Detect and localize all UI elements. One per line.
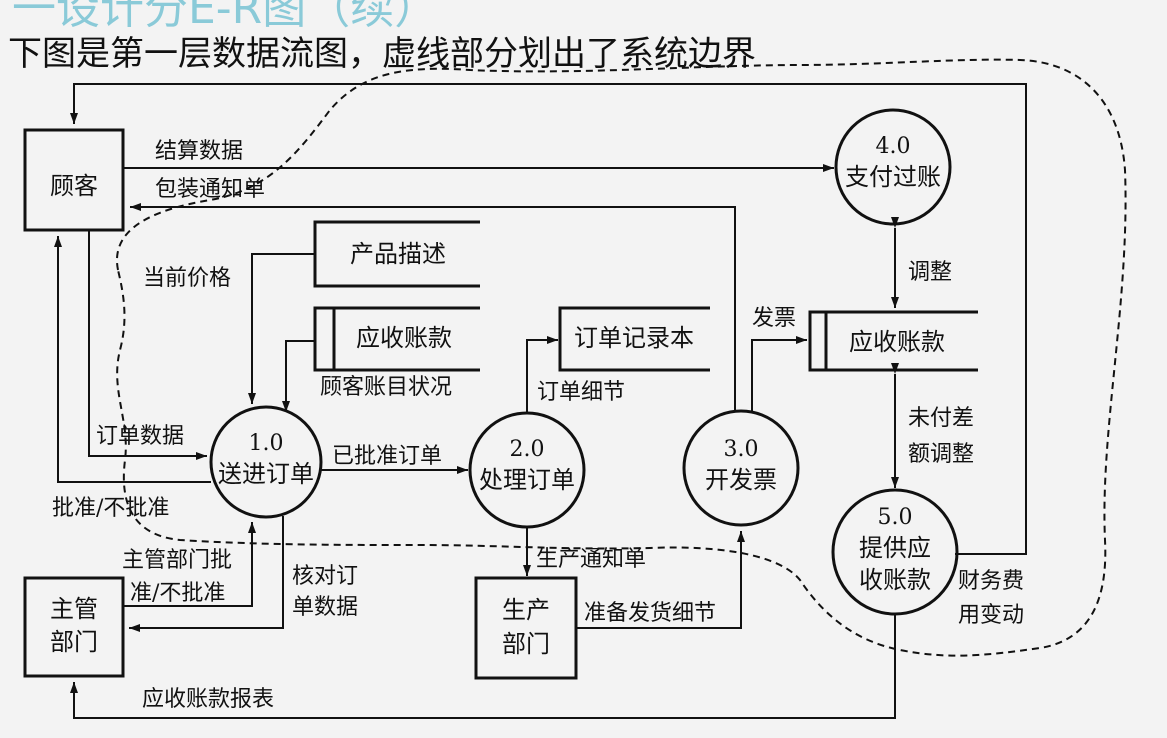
label-receivable-report: 应收账款报表 [142,687,274,712]
flow-receivable-report [70,614,896,719]
process-1-name: 送进订单 [218,460,314,488]
process-4-name: 支付过账 [845,163,941,191]
flow-order-detail [526,336,558,413]
store-receivables-2-label: 应收账款 [849,328,945,356]
label-settlement: 结算数据 [155,139,243,164]
process-5: 5.0 提供应 收账款 [831,488,959,616]
process-5-line-1: 提供应 [859,534,931,562]
label-current-price: 当前价格 [143,266,231,291]
entity-management: 主管 部门 [23,576,125,678]
store-receivables-1: 应收账款 [313,306,480,372]
label-finance-change-1: 财务费 [958,569,1024,594]
process-2-name: 处理订单 [479,466,575,494]
flow-lines [54,83,1027,719]
entity-production: 生产 部门 [474,576,578,680]
label-approve: 批准/不批准 [52,496,169,521]
entity-production-label-2: 部门 [502,630,550,658]
process-2-number: 2.0 [510,437,545,462]
label-invoice: 发票 [752,306,796,331]
entity-customer: 顾客 [23,128,125,232]
label-adjust: 调整 [908,260,952,285]
process-3-name: 开发票 [705,466,777,494]
label-verify-2: 单数据 [292,595,358,620]
flow-account-status [282,340,315,412]
flow-verify [129,516,284,632]
heading: 一设计分E-R图（续） [0,0,1167,48]
process-4: 4.0 支付过账 [834,108,952,226]
entity-management-label-2: 部门 [50,628,98,656]
flow-finance-to-customer [70,83,1027,555]
process-2: 2.0 处理订单 [468,411,586,529]
flow-packing [130,203,736,410]
slide-title: 一设计分E-R图（续） [12,0,439,34]
label-order-detail: 订单细节 [537,380,625,405]
flow-current-price [248,253,315,404]
store-order-log: 订单记录本 [558,306,710,372]
process-1: 1.0 送进订单 [209,405,323,519]
entity-customer-label: 顾客 [50,172,98,200]
label-approved-order: 已批准订单 [332,444,442,469]
process-3-number: 3.0 [724,437,759,462]
label-unpaid-adjust-2: 额调整 [908,442,974,467]
label-shipping-detail: 准备发货细节 [584,601,716,626]
label-mgmt-approve-2: 准/不批准 [130,581,225,606]
process-1-number: 1.0 [249,431,284,456]
store-receivables-1-label: 应收账款 [356,324,452,352]
flow-invoice [751,336,807,411]
label-unpaid-adjust-1: 未付差 [908,406,974,431]
store-product-desc-label: 产品描述 [350,240,446,268]
flow-order-data [88,230,207,460]
store-receivables-2: 应收账款 [808,310,978,372]
label-packing: 包装通知单 [155,177,265,202]
label-account-status: 顾客账目状况 [320,375,452,400]
flow-labels: 结算数据 包装通知单 当前价格 顾客账目状况 订单数据 已批准订单 订单细节 发… [52,139,1024,712]
label-mgmt-approve-1: 主管部门批 [122,548,232,573]
entity-management-label-1: 主管 [50,595,98,623]
process-4-number: 4.0 [876,134,911,159]
entity-production-label-1: 生产 [502,596,550,624]
label-finance-change-2: 用变动 [958,603,1024,628]
process-5-line-2: 收账款 [859,566,931,594]
process-3: 3.0 开发票 [682,409,800,527]
label-production-notice: 生产通知单 [536,547,646,572]
store-order-log-label: 订单记录本 [574,324,694,352]
label-verify-1: 核对订 [292,564,358,589]
label-order-data: 订单数据 [96,424,184,449]
flow-mgmt-approve [123,522,256,607]
diagram-caption: 下图是第一层数据流图，虚线部分划出了系统边界 [8,34,756,74]
process-5-number: 5.0 [878,505,913,530]
flow-shipping-detail [576,531,745,629]
store-product-desc: 产品描述 [313,220,480,288]
flow-approve [54,236,211,483]
system-boundary [115,58,1127,657]
